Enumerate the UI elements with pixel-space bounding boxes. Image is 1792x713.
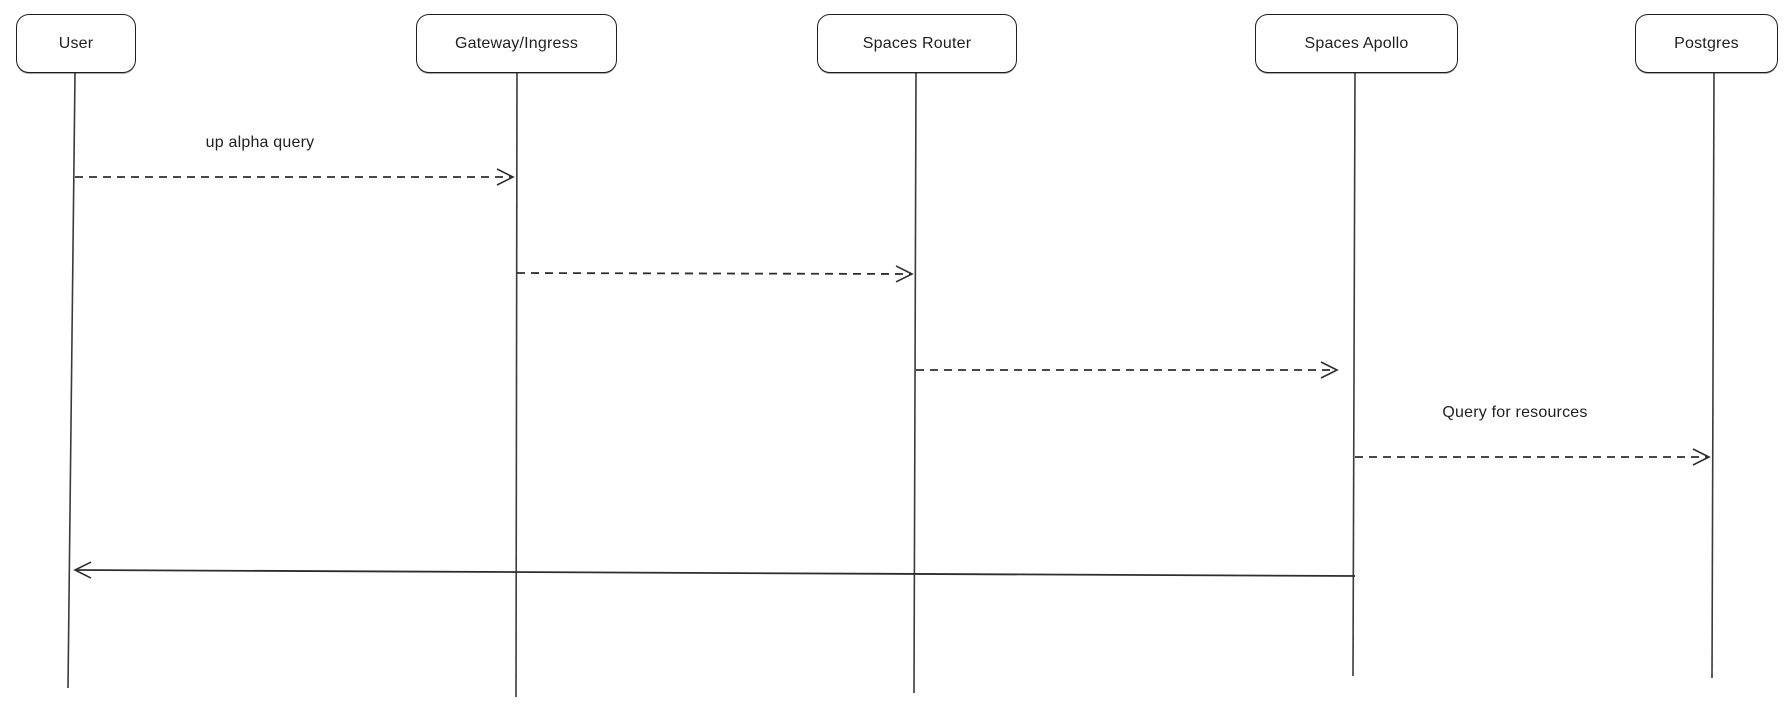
actor-box-spaces-router: Spaces Router xyxy=(817,14,1017,73)
return-arrow-apollo-to-user xyxy=(73,561,1356,579)
message-label-up-alpha-query: up alpha query xyxy=(205,134,315,151)
actor-box-user: User xyxy=(16,14,136,73)
actor-box-postgres: Postgres xyxy=(1635,14,1778,73)
message-label-query-for-resources: Query for resources xyxy=(1442,404,1588,421)
actor-box-gateway: Gateway/Ingress xyxy=(416,14,617,73)
actor-box-spaces-apollo: Spaces Apollo xyxy=(1255,14,1458,73)
message-arrow-gateway-to-router xyxy=(516,265,914,283)
lifeline-spaces-router xyxy=(913,72,917,694)
lifeline-spaces-apollo xyxy=(1352,72,1356,677)
lifeline-postgres xyxy=(1711,72,1715,679)
lifeline-user xyxy=(67,72,76,689)
lifeline-gateway xyxy=(515,71,518,698)
